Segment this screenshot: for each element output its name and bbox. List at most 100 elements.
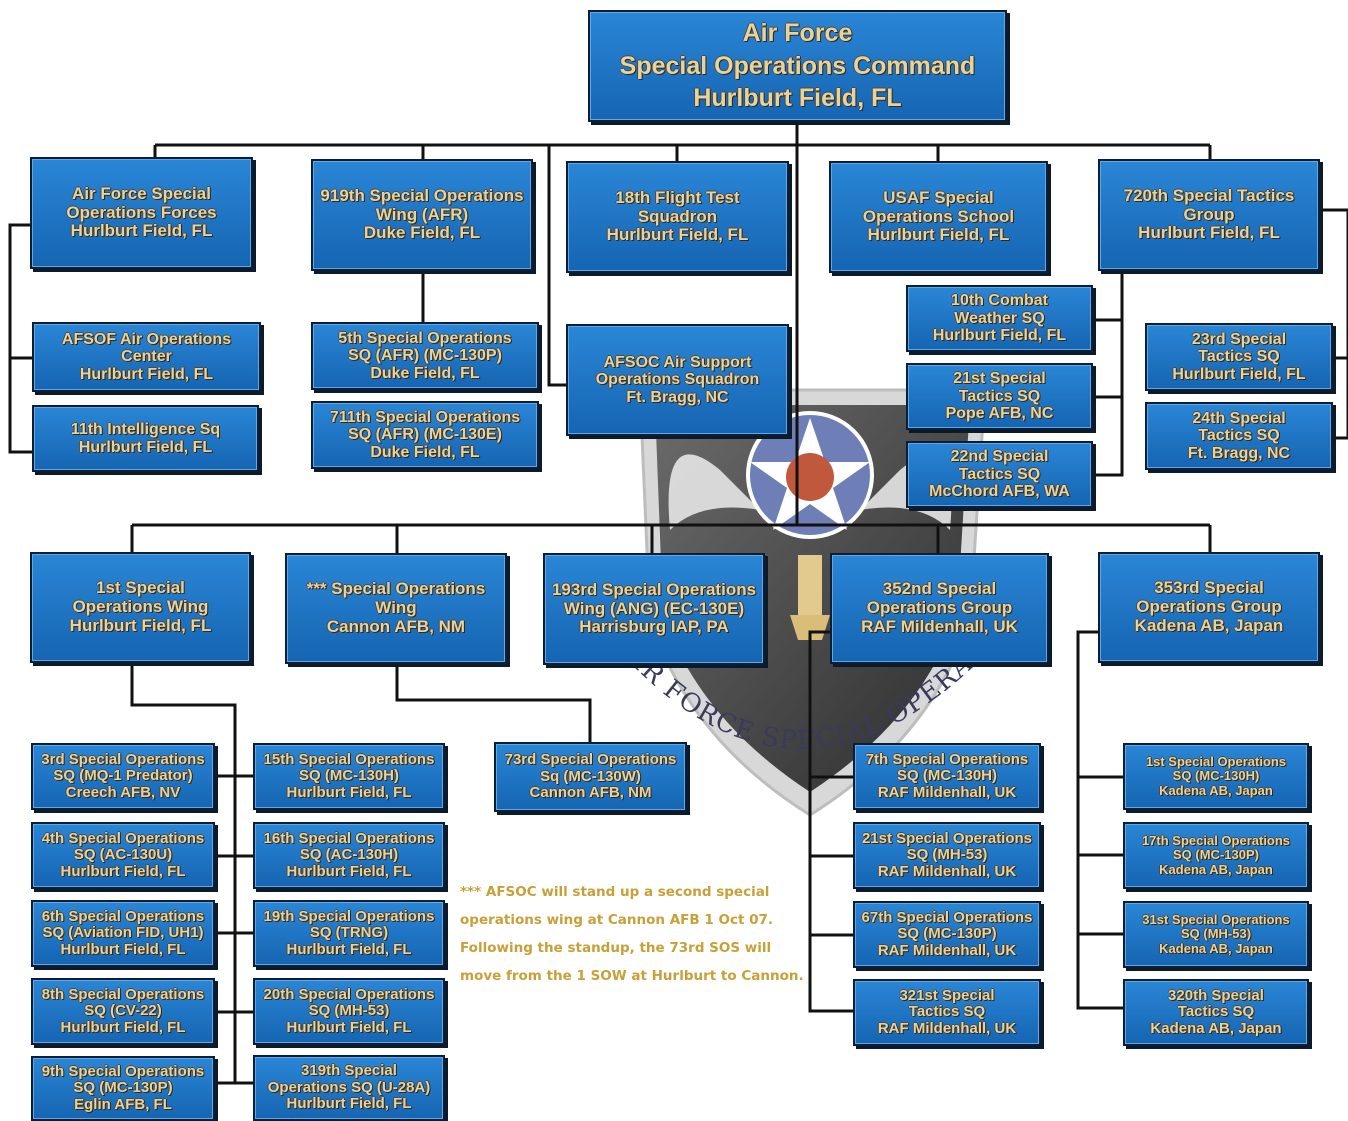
box-line: Hurlburt Field, FL (932, 327, 1067, 345)
sow-919-box[interactable]: 919th Special Operations Wing (AFR) Duke… (311, 159, 533, 271)
box-line: 21st Special (953, 370, 1046, 388)
box-line: SQ (AFR) (MC-130E) (348, 426, 502, 444)
intel-sq-11-box[interactable]: 11th Intelligence Sq Hurlburt Field, FL (32, 405, 259, 472)
box-line: 20th Special Operations (263, 985, 435, 1003)
sog-352-box[interactable]: 352nd Special Operations Group RAF Milde… (830, 553, 1049, 664)
box-line: Operations Group (1136, 597, 1282, 617)
box-line: SQ (MH-53) (308, 1002, 390, 1020)
box-line: Duke Field, FL (363, 223, 481, 243)
box-line: 193rd Special Operations (551, 579, 757, 599)
afsof-box[interactable]: Air Force Special Operations Forces Hurl… (30, 157, 253, 269)
box-line: 31st Special Operations (1142, 912, 1290, 928)
box-line: 1st Special Operations (1145, 754, 1287, 770)
box-line: 73rd Special Operations (504, 751, 677, 769)
box-line: *** Special Operations (306, 579, 486, 599)
sos-6-box[interactable]: 6th Special Operations SQ (Aviation FID,… (31, 900, 215, 967)
sow-193-box[interactable]: 193rd Special Operations Wing (ANG) (EC-… (543, 553, 765, 665)
box-line: Hurlburt Field, FL (70, 221, 213, 241)
afsoc-hq-box[interactable]: Air Force Special Operations Command Hur… (588, 10, 1007, 122)
sos-711-box[interactable]: 711th Special Operations SQ (AFR) (MC-13… (311, 401, 539, 469)
sts-320-box[interactable]: 320th Special Tactics SQ Kadena AB, Japa… (1123, 979, 1309, 1046)
footnote-line: move from the 1 SOW at Hurlburt to Canno… (460, 968, 804, 984)
flight-test-18-box[interactable]: 18th Flight Test Squadron Hurlburt Field… (566, 161, 789, 273)
sos-8-box[interactable]: 8th Special Operations SQ (CV-22) Hurlbu… (31, 978, 215, 1045)
box-line: 11th Intelligence Sq (70, 420, 221, 438)
box-line: Hurlburt Field, FL (867, 225, 1010, 245)
box-line: Wing (ANG) (EC-130E) (563, 598, 745, 618)
box-line: 4th Special Operations (41, 829, 205, 847)
sos-15-box[interactable]: 15th Special Operations SQ (MC-130H) Hur… (253, 743, 445, 810)
box-line: Hurlburt Field, FL (606, 225, 749, 245)
box-line: Hurlburt Field, FL (286, 1095, 412, 1113)
sos-7-box[interactable]: 7th Special Operations SQ (MC-130H) RAF … (853, 743, 1041, 810)
box-line: SQ (MC-130H) (896, 767, 997, 785)
box-line: Hurlburt Field, FL (60, 1018, 186, 1036)
box-line: Center (121, 348, 172, 366)
box-line: 18th Flight Test (615, 187, 740, 207)
sos-3-box[interactable]: 3rd Special Operations SQ (MQ-1 Predator… (31, 743, 215, 810)
box-line: Tactics SQ (1198, 348, 1280, 366)
box-line: 9th Special Operations (41, 1062, 205, 1080)
weather-sq-10-box[interactable]: 10th Combat Weather SQ Hurlburt Field, F… (906, 285, 1093, 352)
box-line: SQ (AFR) (MC-130P) (348, 347, 502, 365)
usaf-so-school-box[interactable]: USAF Special Operations School Hurlburt … (829, 161, 1048, 273)
sos-20-box[interactable]: 20th Special Operations SQ (MH-53) Hurlb… (253, 978, 445, 1045)
sos-31-box[interactable]: 31st Special Operations SQ (MH-53) Kaden… (1123, 901, 1309, 968)
box-line: Hurlburt Field, FL (69, 615, 212, 635)
box-line: Tactics SQ (1177, 1003, 1255, 1021)
box-line: Operations Wing (72, 597, 209, 617)
box-line: Kadena AB, Japan (1134, 615, 1284, 635)
sts-321-box[interactable]: 321st Special Tactics SQ RAF Mildenhall,… (853, 979, 1041, 1046)
sts-22-box[interactable]: 22nd Special Tactics SQ McChord AFB, WA (906, 441, 1093, 508)
box-line: 320th Special (1168, 986, 1264, 1004)
box-line: SQ (MH-53) (906, 846, 988, 864)
sos-17-box[interactable]: 17th Special Operations SQ (MC-130P) Kad… (1123, 822, 1309, 889)
air-support-ops-sq-box[interactable]: AFSOC Air Support Operations Squadron Ft… (566, 324, 789, 436)
box-line: USAF Special (883, 187, 994, 207)
sos-16-box[interactable]: 16th Special Operations SQ (AC-130H) Hur… (253, 822, 445, 889)
sos-73-box[interactable]: 73rd Special Operations Sq (MC-130W) Can… (494, 742, 687, 812)
sos-19-box[interactable]: 19th Special Operations SQ (TRNG) Hurlbu… (253, 900, 445, 967)
box-line: Operations Group (866, 598, 1013, 618)
sos-21-box[interactable]: 21st Special Operations SQ (MH-53) RAF M… (853, 822, 1041, 889)
sts-23-box[interactable]: 23rd Special Tactics SQ Hurlburt Field, … (1145, 323, 1333, 391)
box-line: SQ (MC-130P) (897, 925, 997, 943)
box-line: 321st Special (899, 986, 995, 1004)
sos-1-kadena-box[interactable]: 1st Special Operations SQ (MC-130H) Kade… (1123, 743, 1309, 810)
sos-5-box[interactable]: 5th Special Operations SQ (AFR) (MC-130P… (311, 322, 539, 390)
box-line: Hurlburt Field, FL (60, 940, 186, 958)
box-line: SQ (Aviation FID, UH1) (42, 924, 204, 942)
sos-4-box[interactable]: 4th Special Operations SQ (AC-130U) Hurl… (31, 822, 215, 889)
box-line: 67th Special Operations (861, 908, 1033, 926)
hq-line-2: Special Operations Command (619, 51, 976, 80)
box-line: Hurlburt Field, FL (286, 940, 412, 958)
box-line: SQ (MC-130P) (1173, 847, 1259, 863)
box-line: 8th Special Operations (41, 985, 205, 1003)
stg-720-box[interactable]: 720th Special Tactics Group Hurlburt Fie… (1098, 159, 1320, 271)
box-line: Hurlburt Field, FL (1138, 223, 1280, 243)
cannon-wing-box[interactable]: *** Special Operations Wing Cannon AFB, … (285, 553, 507, 664)
box-line: Kadena AB, Japan (1150, 1019, 1282, 1037)
box-line: SQ (MH-53) (1180, 926, 1252, 942)
box-line: 17th Special Operations (1141, 833, 1291, 849)
sos-9-box[interactable]: 9th Special Operations SQ (MC-130P) Egli… (31, 1056, 215, 1121)
box-line: 19th Special Operations (263, 907, 435, 925)
box-line: 711th Special Operations (329, 408, 521, 426)
sts-24-box[interactable]: 24th Special Tactics SQ Ft. Bragg, NC (1145, 402, 1333, 470)
box-line: Duke Field, FL (370, 443, 480, 461)
sow-1-box[interactable]: 1st Special Operations Wing Hurlburt Fie… (30, 552, 251, 663)
box-line: Creech AFB, NV (65, 783, 181, 801)
box-line: Tactics SQ (958, 465, 1041, 483)
sts-21-box[interactable]: 21st Special Tactics SQ Pope AFB, NC (906, 363, 1093, 430)
sog-353-box[interactable]: 353rd Special Operations Group Kadena AB… (1098, 552, 1320, 663)
box-line: Tactics SQ (1198, 427, 1280, 445)
box-line: Wing (AFR) (375, 204, 469, 224)
sos-319-box[interactable]: 319th Special Operations SQ (U-28A) Hurl… (253, 1055, 445, 1121)
box-line: Hurlburt Field, FL (78, 438, 213, 456)
box-line: AFSOC Air Support (603, 353, 752, 371)
afsof-aoc-box[interactable]: AFSOF Air Operations Center Hurlburt Fie… (32, 322, 261, 392)
sos-67-box[interactable]: 67th Special Operations SQ (MC-130P) RAF… (853, 901, 1041, 968)
box-line: RAF Mildenhall, UK (861, 616, 1018, 636)
footnote-line: operations wing at Cannon AFB 1 Oct 07. (460, 912, 774, 928)
